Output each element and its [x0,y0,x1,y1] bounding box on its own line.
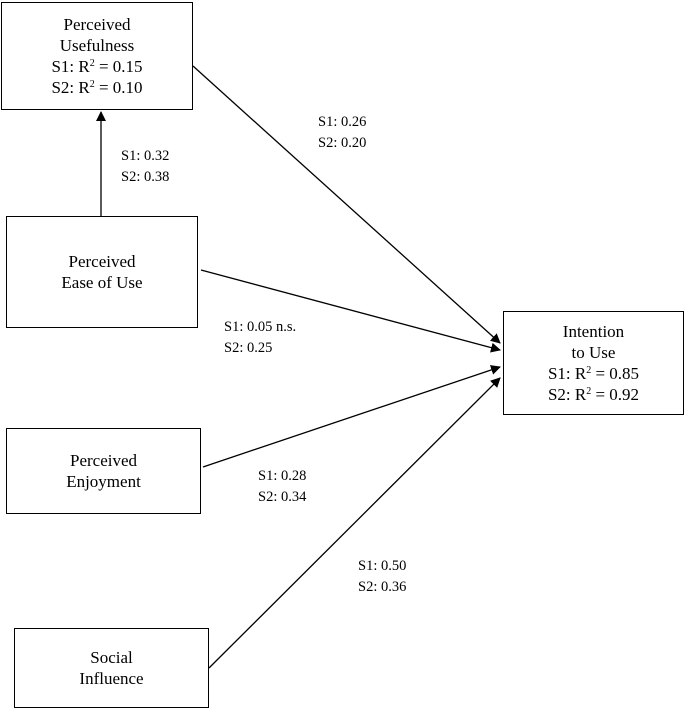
arrow-pu-to-itu [192,65,501,344]
coef-si-itu: S1: 0.50 S2: 0.36 [358,556,406,598]
coef-s1: S1: 0.50 [358,558,407,574]
coef-s1: S1: 0.32 [121,148,170,164]
node-intention-to-use: Intention to Use S1: R2 = 0.85 S2: R2 = … [503,311,684,415]
coef-peou-pu: S1: 0.32 S2: 0.38 [121,146,169,188]
node-label: Perceived [69,451,138,470]
node-perceived-usefulness: Perceived Usefulness S1: R2 = 0.15 S2: R… [1,2,193,110]
coef-peou-itu: S1: 0.05 n.s. S2: 0.25 [224,317,296,359]
coef-s2: S2: 0.34 [258,489,307,505]
coef-s1: S1: 0.28 [258,468,307,484]
node-perceived-ease-of-use: Perceived Ease of Use [6,216,198,328]
r2-s1: S1: R2 = 0.85 [547,364,640,383]
node-label: Ease of Use [61,273,143,292]
r2-s2: S2: R2 = 0.92 [547,385,640,404]
coef-s2: S2: 0.25 [224,340,273,356]
node-label: Usefulness [59,36,135,55]
arrow-si-to-itu [208,377,501,669]
node-label: Influence [79,669,144,688]
coef-s2: S2: 0.20 [318,135,367,151]
r2-s2: S2: R2 = 0.10 [51,78,143,97]
arrow-peou-to-itu [200,269,501,353]
coef-pe-itu: S1: 0.28 S2: 0.34 [258,466,306,508]
node-label: to Use [571,343,616,362]
coef-s1: S1: 0.05 n.s. [224,319,297,335]
coef-s2: S2: 0.38 [121,169,170,185]
coef-pu-itu: S1: 0.26 S2: 0.20 [318,112,366,154]
node-label: Intention [562,322,625,341]
node-social-influence: Social Influence [14,628,209,708]
node-label: Enjoyment [66,472,141,491]
arrow-pe-to-itu [202,365,501,468]
coef-s1: S1: 0.26 [318,114,367,130]
r2-s1: S1: R2 = 0.15 [51,57,143,76]
node-label: Perceived [68,252,136,271]
coef-s2: S2: 0.36 [358,579,407,595]
node-perceived-enjoyment: Perceived Enjoyment [6,428,201,514]
node-label: Social [90,648,133,667]
node-label: Perceived [63,15,131,34]
